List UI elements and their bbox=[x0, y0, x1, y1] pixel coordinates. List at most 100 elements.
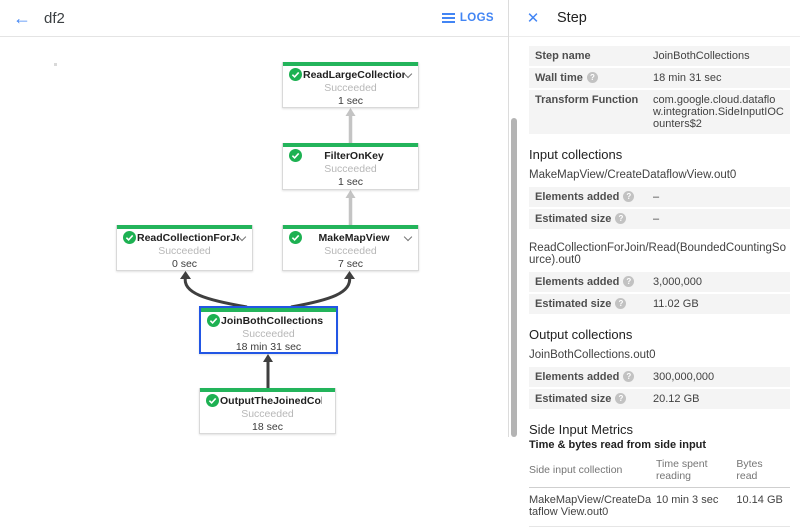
graph-artifact-dot bbox=[54, 63, 57, 66]
step-panel-header: ✕ Step bbox=[509, 0, 800, 37]
side-input-metrics-heading: Side Input Metrics bbox=[529, 422, 634, 437]
node-time: 18 min 31 sec bbox=[235, 341, 302, 353]
node-status: Succeeded bbox=[324, 163, 377, 175]
graph-node-readlargecollection[interactable]: ReadLargeCollectionFr... Succeeded 1 sec bbox=[282, 62, 419, 108]
job-graph-pane: ReadLargeCollectionFr... Succeeded 1 sec… bbox=[0, 0, 508, 437]
graph-node-filteronkey[interactable]: FilterOnKey Succeeded 1 sec bbox=[282, 143, 419, 190]
node-status: Succeeded bbox=[324, 82, 377, 94]
kv-value: 20.12 GB bbox=[653, 393, 700, 405]
chevron-placeholder bbox=[405, 152, 412, 159]
kv-row-transform-function: Transform Function com.google.cloud.data… bbox=[529, 90, 790, 134]
side-input-table-header: Side input collection Time spent reading… bbox=[529, 455, 790, 488]
side-input-subheading: Time & bytes read from side input bbox=[529, 439, 707, 451]
chevron-down-icon[interactable] bbox=[405, 234, 412, 241]
success-check-icon bbox=[289, 231, 303, 244]
chevron-placeholder bbox=[323, 317, 330, 324]
help-icon[interactable] bbox=[623, 276, 635, 287]
help-icon[interactable] bbox=[623, 371, 635, 382]
help-icon[interactable] bbox=[615, 213, 627, 224]
kv-row-elements-added: Elements added 300,000,000 bbox=[529, 367, 790, 389]
node-time: 1 sec bbox=[337, 176, 364, 188]
kv-value: – bbox=[653, 213, 660, 225]
kv-label: Elements added bbox=[535, 191, 620, 203]
kv-value: com.google.cloud.dataflow.integration.Si… bbox=[653, 94, 784, 130]
kv-label: Elements added bbox=[535, 371, 620, 383]
node-status: Succeeded bbox=[242, 328, 295, 340]
logs-label: LOGS bbox=[459, 12, 494, 24]
kv-value: 300,000,000 bbox=[653, 371, 715, 383]
kv-row-wall-time: Wall time 18 min 31 sec bbox=[529, 68, 790, 90]
step-details-panel: ✕ Step Step name JoinBothCollections Wal… bbox=[508, 0, 800, 527]
input-collections-heading: Input collections bbox=[529, 147, 623, 162]
kv-value: 18 min 31 sec bbox=[653, 72, 722, 84]
graph-node-outputthejoinedcollection[interactable]: OutputTheJoinedCollec... Succeeded 18 se… bbox=[199, 388, 336, 434]
help-icon[interactable] bbox=[615, 393, 627, 404]
node-title: JoinBothCollections bbox=[221, 314, 323, 327]
kv-label: Estimated size bbox=[535, 298, 612, 310]
chevron-down-icon[interactable] bbox=[239, 234, 246, 241]
step-panel-content: Step name JoinBothCollections Wall time … bbox=[509, 37, 800, 527]
input-collection-card-1: Elements added 3,000,000 Estimated size … bbox=[529, 272, 790, 314]
graph-node-joinbothcollections[interactable]: JoinBothCollections Succeeded 18 min 31 … bbox=[199, 306, 338, 354]
kv-row-estimated-size: Estimated size – bbox=[529, 209, 790, 229]
output-collections-heading: Output collections bbox=[529, 327, 633, 342]
node-status-bar bbox=[283, 143, 418, 147]
kv-label: Transform Function bbox=[535, 94, 639, 106]
kv-value: 3,000,000 bbox=[653, 276, 702, 288]
help-icon[interactable] bbox=[615, 298, 627, 309]
success-check-icon bbox=[289, 68, 303, 81]
kv-row-estimated-size: Estimated size 20.12 GB bbox=[529, 389, 790, 409]
job-topbar: ← df2 LOGS bbox=[0, 0, 508, 37]
col-time-spent-reading: Time spent reading bbox=[655, 455, 737, 488]
cell-bytes: 10.14 GB bbox=[736, 487, 790, 527]
success-check-icon bbox=[207, 314, 221, 327]
back-arrow-icon[interactable]: ← bbox=[13, 8, 31, 28]
collection-name: MakeMapView/CreateDataflowView.out0 bbox=[529, 169, 737, 181]
kv-row-estimated-size: Estimated size 11.02 GB bbox=[529, 294, 790, 314]
cell-time: 10 min 3 sec bbox=[655, 487, 737, 527]
node-title: ReadCollectionForJoin bbox=[137, 231, 239, 244]
node-title: OutputTheJoinedCollec... bbox=[220, 394, 322, 407]
node-time: 18 sec bbox=[252, 421, 283, 433]
success-check-icon bbox=[289, 149, 303, 162]
cell-collection: MakeMapView/CreateDataflow View.out0 bbox=[529, 487, 656, 527]
node-status-bar bbox=[283, 225, 418, 229]
help-icon[interactable] bbox=[586, 72, 598, 83]
kv-label: Elements added bbox=[535, 276, 620, 288]
node-title: ReadLargeCollectionFr... bbox=[303, 68, 405, 81]
kv-label: Step name bbox=[535, 50, 591, 62]
success-check-icon bbox=[206, 394, 220, 407]
node-time: 7 sec bbox=[337, 258, 364, 270]
node-title: FilterOnKey bbox=[324, 149, 384, 162]
node-time: 1 sec bbox=[337, 95, 364, 107]
node-title: MakeMapView bbox=[318, 231, 390, 244]
node-time: 0 sec bbox=[171, 258, 198, 270]
help-icon[interactable] bbox=[623, 191, 635, 202]
node-status: Succeeded bbox=[324, 245, 377, 257]
graph-node-makemapview[interactable]: MakeMapView Succeeded 7 sec bbox=[282, 225, 419, 271]
kv-value: 11.02 GB bbox=[653, 298, 699, 310]
col-bytes-read: Bytes read bbox=[736, 455, 790, 488]
close-icon[interactable]: ✕ bbox=[526, 10, 540, 27]
step-panel-title: Step bbox=[557, 10, 587, 26]
panel-scrollbar-thumb[interactable] bbox=[511, 118, 517, 437]
chevron-down-icon[interactable] bbox=[405, 71, 412, 78]
side-input-table: Side input collection Time spent reading… bbox=[529, 455, 790, 527]
graph-edges bbox=[180, 108, 356, 389]
collection-name: JoinBothCollections.out0 bbox=[529, 349, 656, 361]
kv-value: JoinBothCollections bbox=[653, 50, 750, 62]
graph-node-readcollectionforjoin[interactable]: ReadCollectionForJoin Succeeded 0 sec bbox=[116, 225, 253, 271]
output-collection-card-0: Elements added 300,000,000 Estimated siz… bbox=[529, 367, 790, 409]
chevron-placeholder bbox=[322, 397, 329, 404]
logs-button[interactable]: LOGS bbox=[441, 12, 494, 24]
kv-label: Estimated size bbox=[535, 393, 612, 405]
logs-list-icon bbox=[441, 13, 455, 23]
kv-label: Estimated size bbox=[535, 213, 612, 225]
step-summary-card: Step name JoinBothCollections Wall time … bbox=[529, 46, 790, 134]
node-status-bar bbox=[200, 388, 335, 392]
kv-row-step-name: Step name JoinBothCollections bbox=[529, 46, 790, 68]
success-check-icon bbox=[123, 231, 137, 244]
node-status-bar bbox=[117, 225, 252, 229]
node-status-bar bbox=[201, 308, 336, 312]
node-status-bar bbox=[283, 62, 418, 66]
